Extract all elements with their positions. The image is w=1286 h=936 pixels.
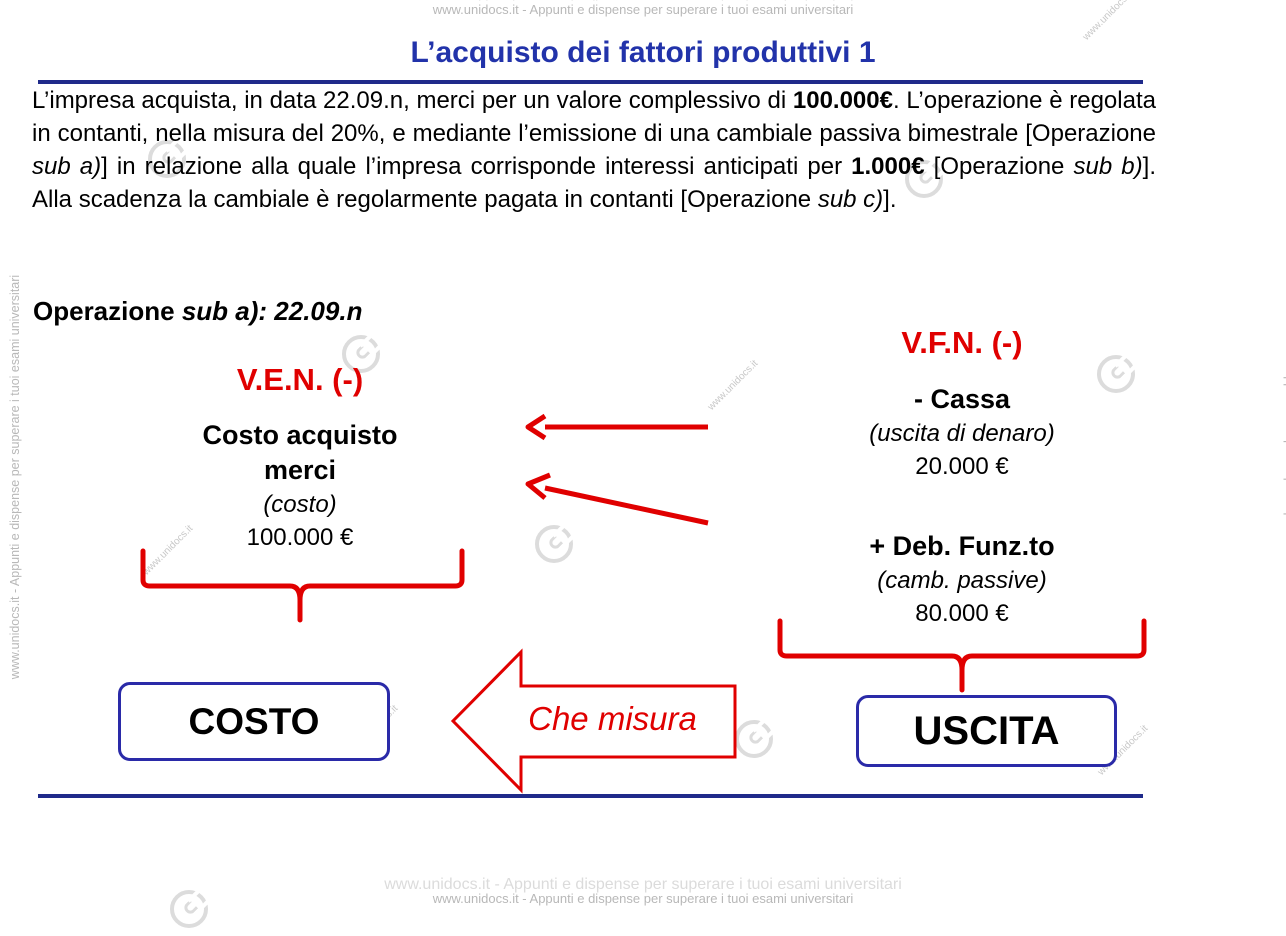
- cost-block: Costo acquisto merci (costo) 100.000 €: [150, 418, 450, 554]
- bottom-rule: [38, 794, 1143, 798]
- page-title: L’acquisto dei fattori produttivi 1: [410, 36, 876, 69]
- operation-ref: sub c): [817, 186, 884, 213]
- problem-text-part: . L’operazione è regolata in contanti, n…: [32, 87, 1156, 147]
- debt-block: + Deb. Funz.to (camb. passive) 80.000 €: [812, 529, 1112, 630]
- cassa-note: (uscita di denaro): [869, 420, 1055, 447]
- problem-text-part: ] in relazione alla quale l’impresa corr…: [101, 153, 852, 180]
- problem-text-part: L’impresa acquista, in data 22.09.n, mer…: [32, 87, 793, 114]
- operation-sub: sub a): 22.09.n: [181, 296, 363, 326]
- left-brace: [140, 548, 465, 623]
- diagram-graphics: [140, 413, 1147, 794]
- operation-prefix: Operazione: [33, 296, 182, 326]
- operation-ref: sub b): [1073, 153, 1143, 180]
- costo-box-label: COSTO: [188, 700, 320, 742]
- che-misura-label: Che misura: [528, 700, 697, 737]
- right-brace: [777, 618, 1147, 693]
- watermark-bottom: www.unidocs.it - Appunti e dispense per …: [432, 891, 854, 906]
- interest-amount: 1.000€: [851, 153, 925, 180]
- problem-text-part: [Operazione: [924, 153, 1074, 180]
- watermark-top: www.unidocs.it - Appunti e dispense per …: [432, 2, 854, 17]
- ven-heading: V.E.N. (-): [236, 362, 364, 397]
- cost-amount: 100.000 €: [246, 524, 354, 551]
- arrow-debt-to-cost: [525, 472, 709, 526]
- cost-label-2: merci: [263, 455, 337, 485]
- problem-text-part: ].: [883, 186, 897, 213]
- uscita-box-label: USCITA: [913, 708, 1060, 753]
- big-arrow-shape: [450, 648, 737, 794]
- problem-text-part: ]. Alla scadenza la cambiale è regolarme…: [32, 153, 1156, 213]
- top-rule: [38, 80, 1143, 84]
- operation-ref: sub a): [32, 153, 102, 180]
- operation-heading: Operazione sub a): 22.09.n: [33, 296, 362, 327]
- cost-label: Costo acquisto: [202, 420, 398, 450]
- uscita-box: USCITA: [856, 695, 1117, 767]
- cost-note: (costo): [263, 491, 337, 518]
- arrow-cassa-to-cost: [525, 413, 708, 441]
- costo-box: COSTO: [118, 682, 390, 761]
- cassa-amount: 20.000 €: [915, 453, 1009, 480]
- cassa-block: - Cassa (uscita di denaro) 20.000 €: [812, 382, 1112, 483]
- debt-amount: 80.000 €: [915, 600, 1009, 627]
- problem-text: L’impresa acquista, in data 22.09.n, mer…: [32, 84, 1156, 216]
- purchase-amount: 100.000€: [792, 87, 893, 114]
- cassa-label: - Cassa: [913, 384, 1011, 414]
- debt-label: + Deb. Funz.to: [869, 531, 1055, 561]
- vfn-heading: V.F.N. (-): [901, 325, 1023, 360]
- watermark-bottom-ghost: www.unidocs.it - Appunti e dispense per …: [384, 876, 902, 893]
- debt-note: (camb. passive): [877, 567, 1047, 594]
